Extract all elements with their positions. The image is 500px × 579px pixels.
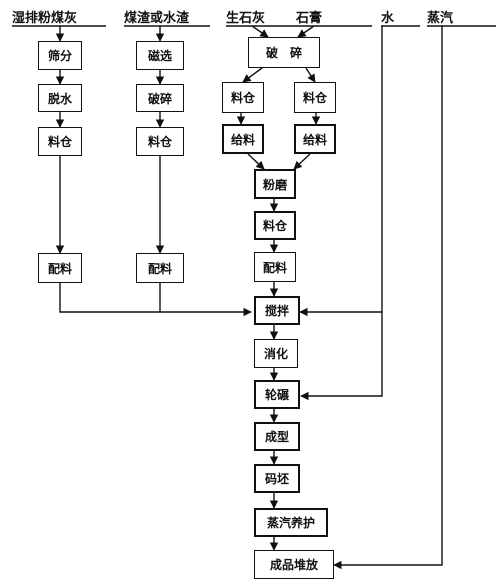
bin-box-right: 料仓	[294, 82, 336, 113]
steam-curing-box: 蒸汽养护	[254, 508, 328, 537]
input-steam-label: 蒸汽	[427, 11, 454, 26]
bin-box-col1: 料仓	[38, 127, 82, 156]
batching-box-col2: 配料	[136, 253, 184, 283]
batching-box-col3: 配料	[254, 252, 296, 282]
edge-rolling-box: 轮碾	[254, 380, 300, 409]
feeder-box-right: 给料	[294, 124, 336, 154]
batching-box-col1: 配料	[38, 253, 82, 283]
input-fly-ash-label: 湿排粉煤灰	[12, 11, 78, 26]
crush-box-col2: 破碎	[136, 84, 184, 112]
crush-box-col3: 破 碎	[248, 37, 320, 68]
product-storage-box: 成品堆放	[254, 550, 334, 579]
bin-box-left: 料仓	[222, 82, 264, 113]
forming-box: 成型	[254, 422, 300, 451]
input-slag-label: 煤渣或水渣	[124, 11, 190, 26]
screen-box: 筛分	[38, 41, 82, 70]
magnetic-separation-box: 磁选	[136, 41, 184, 70]
grinding-box: 粉磨	[254, 169, 296, 199]
slaking-box: 消化	[254, 339, 298, 368]
bin-box-main: 料仓	[254, 211, 296, 240]
feeder-box-left: 给料	[222, 124, 264, 154]
bin-box-col2: 料仓	[136, 127, 184, 156]
input-water-label: 水	[381, 11, 395, 26]
dewater-box: 脱水	[38, 84, 82, 112]
mixing-box: 搅拌	[254, 296, 300, 325]
green-brick-stacking-box: 码坯	[254, 464, 300, 493]
input-gypsum-label: 石膏	[296, 11, 323, 26]
input-lime-label: 生石灰	[226, 11, 266, 26]
